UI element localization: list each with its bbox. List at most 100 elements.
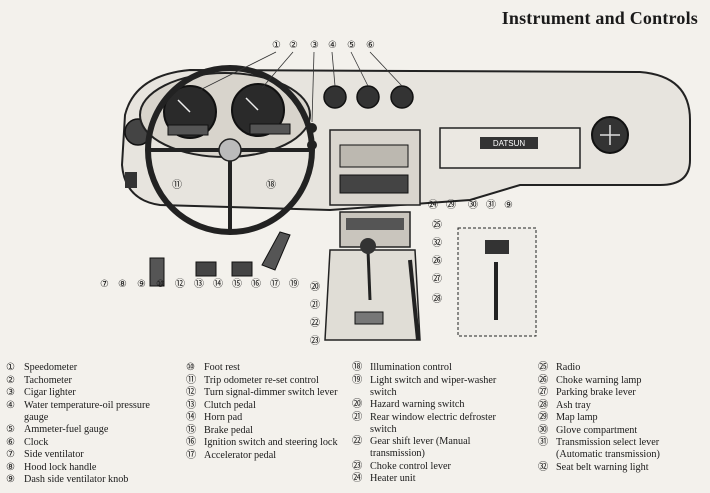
legend-item-label: Accelerator pedal bbox=[204, 449, 277, 461]
legend-item-label: Ignition switch and steering lock bbox=[204, 437, 338, 449]
legend-item-number: ⑧ bbox=[6, 461, 16, 473]
callout-32: ㉜ bbox=[432, 237, 442, 249]
legend-item: ⑲ Light switch and wiper-washer switch bbox=[352, 375, 520, 399]
legend-item-label: Choke control lever bbox=[370, 460, 451, 472]
legend-item-number: ㉙ bbox=[538, 412, 549, 424]
legend-item-label: Ash tray bbox=[556, 399, 591, 411]
callout-20: ⑳ bbox=[310, 281, 320, 293]
legend-item-number: ㉜ bbox=[538, 461, 549, 473]
heater-unit-controls bbox=[339, 144, 409, 168]
legend-item: ④ Water temperature-oil pressure gauge bbox=[6, 400, 166, 424]
legend-item: ⑤ Ammeter-fuel gauge bbox=[6, 424, 166, 436]
legend-item-label: Dash side ventilator knob bbox=[24, 474, 129, 486]
callout-23: ㉓ bbox=[310, 335, 320, 347]
callout-18: ⑱ bbox=[266, 179, 276, 191]
legend-item-label: Trip odometer re-set control bbox=[204, 374, 319, 386]
right-callouts: ㉕ ㉜ ㉖ ㉗ ㉘ ㉔ ㉙ ㉚ ㉛ ⑨ bbox=[428, 199, 513, 305]
legend-item-number: ㉒ bbox=[352, 436, 363, 448]
legend-item-number: ④ bbox=[6, 399, 16, 411]
hood-lock-handle bbox=[125, 172, 137, 188]
callout-7: ⑦ bbox=[100, 279, 109, 290]
legend-item: ㉓ Choke control lever bbox=[352, 461, 520, 473]
legend-item-label: Rear window electric defroster switch bbox=[370, 411, 496, 435]
legend-item-label: Illumination control bbox=[370, 362, 452, 373]
legend-item-label: Cigar lighter bbox=[24, 387, 76, 399]
callout-8: ⑧ bbox=[118, 279, 127, 290]
legend-item-label: Map lamp bbox=[556, 412, 598, 424]
horn-pad bbox=[218, 138, 242, 162]
callout-29: ㉙ bbox=[446, 199, 456, 211]
gear-shift-lever bbox=[366, 249, 372, 301]
accelerator-pedal bbox=[261, 231, 291, 271]
legend-item-number: ⑤ bbox=[6, 424, 16, 436]
legend-item-number: ㉖ bbox=[538, 374, 549, 386]
callout-13: ⑬ bbox=[194, 278, 204, 290]
callout-28: ㉘ bbox=[432, 293, 442, 305]
floor-tunnel bbox=[324, 249, 421, 341]
legend-item: ㉛ Transmission select lever (Automatic tr… bbox=[538, 437, 708, 461]
callout-5: ⑤ bbox=[347, 40, 356, 51]
bottom-callouts: ⑦ ⑧ ⑨ ⑩ ⑫ ⑬ ⑭ ⑮ ⑯ ⑰ ⑲ ⑪ ⑱ ⑳ ㉑ ㉒ ㉓ bbox=[100, 179, 320, 347]
callout-16: ⑯ bbox=[251, 278, 261, 290]
callout-30: ㉚ bbox=[468, 199, 478, 211]
legend-item-number: ㉓ bbox=[352, 460, 363, 472]
clutch-pedal bbox=[195, 261, 217, 277]
legend-item-label: Horn pad bbox=[204, 412, 243, 424]
legend-item-number: ③ bbox=[6, 387, 16, 399]
legend-item-number: ㉛ bbox=[538, 437, 549, 449]
callout-11: ⑪ bbox=[172, 179, 182, 191]
legend-item-label: Transmission select lever (Automatic tra… bbox=[556, 437, 660, 461]
legend-item-label: Turn signal-dimmer switch lever bbox=[204, 387, 338, 399]
legend-item-number: ① bbox=[6, 362, 16, 373]
legend-item-number: ㉑ bbox=[352, 411, 363, 423]
callout-19: ⑲ bbox=[289, 278, 299, 290]
legend-item-number: ㉗ bbox=[538, 387, 549, 399]
legend-item-label: Ammeter-fuel gauge bbox=[24, 424, 109, 436]
legend-item: ⑨ Dash side ventilator knob bbox=[6, 474, 166, 486]
callout-4: ④ bbox=[328, 40, 337, 51]
ash-tray bbox=[354, 311, 384, 325]
callout-27: ㉗ bbox=[432, 273, 442, 285]
ammeter-fuel-gauge bbox=[356, 85, 380, 109]
legend-item-number: ⑰ bbox=[186, 449, 197, 461]
legend-item-number: ⑨ bbox=[6, 474, 16, 486]
callout-17: ⑰ bbox=[270, 278, 280, 290]
legend-item-number: ⑩ bbox=[186, 362, 196, 373]
legend-item-label: Radio bbox=[556, 362, 581, 373]
callout-1: ① bbox=[272, 40, 281, 51]
dashboard-illustration: DATSUN ① ② ③ ④ ⑤ ⑥ ⑦ ⑧ ⑨ ⑩ ⑫ ⑬ ⑭ bbox=[100, 40, 691, 347]
legend-item-number: ㉔ bbox=[352, 473, 363, 485]
legend-item-label: Glove compartment bbox=[556, 424, 638, 436]
brake-pedal bbox=[231, 261, 253, 277]
legend-item-number: ⑳ bbox=[352, 399, 363, 411]
legend-item-number: ⑲ bbox=[352, 374, 363, 386]
datsun-badge-text: DATSUN bbox=[493, 139, 526, 148]
callout-22: ㉒ bbox=[310, 317, 320, 329]
legend-item-label: Seat belt warning light bbox=[556, 461, 649, 473]
legend-item-number: ⑦ bbox=[6, 449, 16, 461]
callout-2: ② bbox=[289, 40, 298, 51]
legend-item-label: Tachometer bbox=[24, 374, 72, 386]
left-switch-panel bbox=[167, 124, 209, 136]
legend-item-label: Light switch and wiper-washer switch bbox=[370, 374, 497, 398]
legend-item-number: ㉚ bbox=[538, 424, 549, 436]
callout-9b: ⑨ bbox=[504, 200, 513, 211]
parking-brake-lever bbox=[408, 259, 420, 341]
legend-item-label: Water temperature-oil pressure gauge bbox=[24, 399, 150, 423]
legend-item: ③ Cigar lighter bbox=[6, 387, 166, 399]
